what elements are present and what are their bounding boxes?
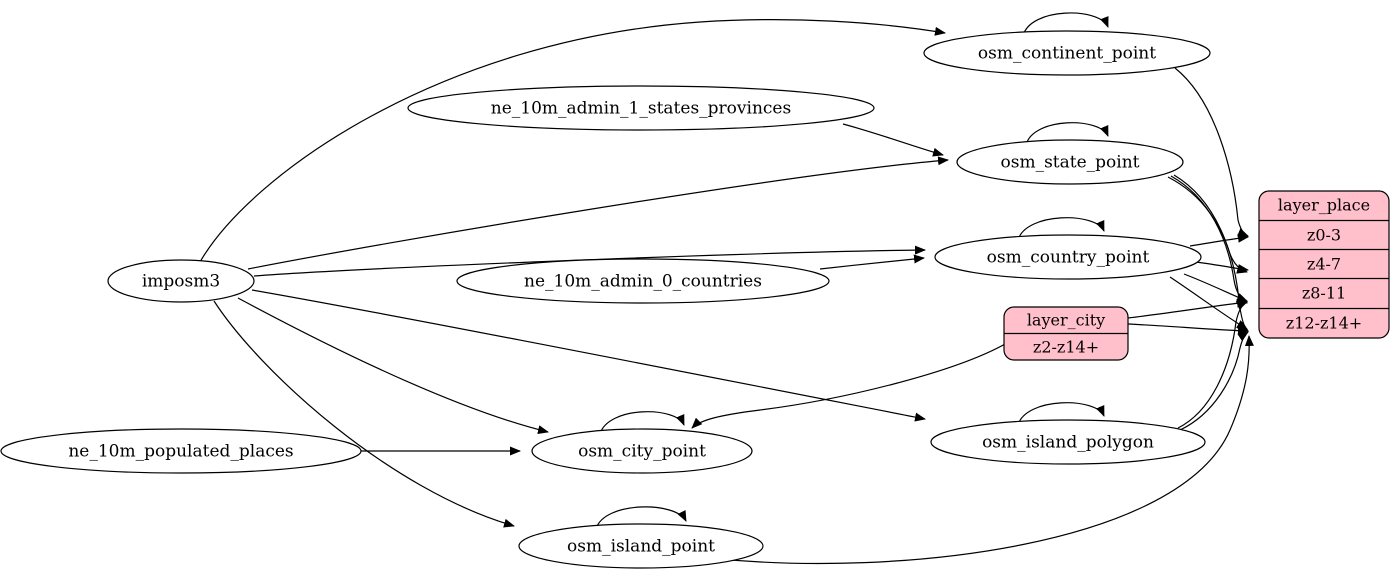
node-label: imposm3 [142,272,220,292]
edge-imposm3-to-osm-continent-point [199,19,946,263]
edge-ne-states-to-osm-state-point [842,123,944,157]
self-loop-osm-island-point [595,506,687,530]
edge-osm-continent-point-to-z0-3 [1174,67,1249,237]
node-label: osm_country_point [987,248,1150,268]
node-layer: imposm3 ne_10m_admin_1_states_provinces … [0,30,1211,569]
edge-layer-city-to-osm-city-point [691,339,1013,429]
edge-layer-city-to-z12-z14 [1127,323,1249,336]
node-label: ne_10m_populated_places [68,442,293,462]
edge-layer [199,12,1254,565]
edge-osm-country-point-to-z0-3 [1189,233,1249,247]
node-osm-state-point[interactable]: osm_state_point [956,139,1184,185]
node-label: osm_island_point [567,537,715,557]
edge-osm-island-polygon-to-z8-11 [1177,301,1248,429]
self-loop-osm-city-point [599,411,685,435]
edge-ne-countries-to-osm-country-point [819,254,925,270]
layer-city-title: layer_city [1027,311,1105,330]
edge-imposm3-to-osm-island-point [213,300,515,528]
node-label: ne_10m_admin_0_countries [524,272,762,292]
node-osm-city-point[interactable]: osm_city_point [531,428,753,474]
edge-imposm3-to-osm-state-point [247,156,949,270]
layer-place-row-z4-7: z4-7 [1307,255,1341,274]
node-ne-10m-admin-0-countries[interactable]: ne_10m_admin_0_countries [456,258,830,304]
self-loop-osm-continent-point [1022,12,1109,37]
node-label: osm_island_polygon [982,433,1154,453]
node-imposm3[interactable]: imposm3 [107,259,255,303]
layer-place-node[interactable]: layer_place z0-3 z4-7 z8-11 z12-z14+ [1258,190,1390,339]
layer-city-row-z2-z14: z2-z14+ [1033,338,1099,357]
node-ne-10m-populated-places[interactable]: ne_10m_populated_places [0,428,362,474]
node-osm-continent-point[interactable]: osm_continent_point [923,30,1211,76]
layer-city-node[interactable]: layer_city z2-z14+ [1003,306,1129,361]
layer-place-row-z0-3: z0-3 [1307,226,1341,245]
self-loop-osm-island-polygon [1017,402,1105,426]
edge-osm-island-polygon-to-z12-z14 [1179,331,1249,431]
node-label: osm_state_point [1001,153,1140,173]
node-label: osm_continent_point [978,44,1156,64]
edge-imposm3-to-osm-city-point [237,297,549,434]
edge-osm-country-point-to-z4-7 [1195,261,1249,274]
layer-place-row-z12-z14: z12-z14+ [1286,314,1362,333]
node-label: ne_10m_admin_1_states_provinces [491,99,791,119]
self-loop-osm-country-point [1017,217,1105,241]
self-loop-osm-state-point [1025,122,1109,146]
node-osm-country-point[interactable]: osm_country_point [934,234,1202,280]
node-label: osm_city_point [578,442,706,462]
node-osm-island-polygon[interactable]: osm_island_polygon [930,419,1206,465]
node-osm-island-point[interactable]: osm_island_point [518,523,764,569]
layer-place-title: layer_place [1278,196,1370,215]
edge-layer-city-to-z8-11 [1127,298,1248,319]
layer-place-row-z8-11: z8-11 [1302,284,1346,303]
edge-osm-island-point-to-z12-z14 [709,335,1254,565]
node-ne-10m-admin-1-states-provinces[interactable]: ne_10m_admin_1_states_provinces [407,85,875,131]
